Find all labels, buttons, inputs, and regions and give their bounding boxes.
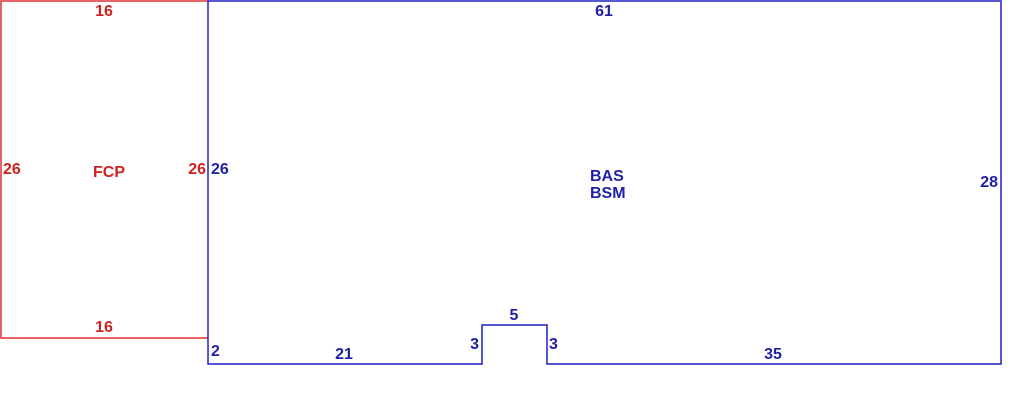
fcp-label: FCP xyxy=(93,164,125,181)
main-label-line-1: BAS xyxy=(590,168,624,185)
main-left-dimension: 26 xyxy=(211,161,229,178)
main-bottom-segment-2-dimension: 35 xyxy=(764,346,782,363)
main-bottom-segment-1-dimension: 21 xyxy=(335,346,353,363)
main-notch-right-dimension: 3 xyxy=(549,336,558,353)
main-area: 61 26 BAS BSM 28 2 21 3 5 3 35 xyxy=(207,0,1002,365)
main-notch-left-dimension: 3 xyxy=(470,336,479,353)
main-area-outline xyxy=(207,0,1002,365)
main-label-line-2: BSM xyxy=(590,185,626,202)
main-right-dimension: 28 xyxy=(980,174,998,191)
main-top-dimension: 61 xyxy=(595,3,613,20)
fcp-right-dimension: 26 xyxy=(188,161,206,178)
fcp-top-dimension: 16 xyxy=(95,3,113,20)
fcp-area: 16 26 FCP 26 16 xyxy=(0,0,208,339)
fcp-bottom-dimension: 16 xyxy=(95,319,113,336)
fcp-outline xyxy=(0,0,208,339)
main-notch-top-dimension: 5 xyxy=(510,307,519,324)
fcp-left-dimension: 26 xyxy=(3,161,21,178)
main-bottom-left-step-dimension: 2 xyxy=(211,343,220,360)
